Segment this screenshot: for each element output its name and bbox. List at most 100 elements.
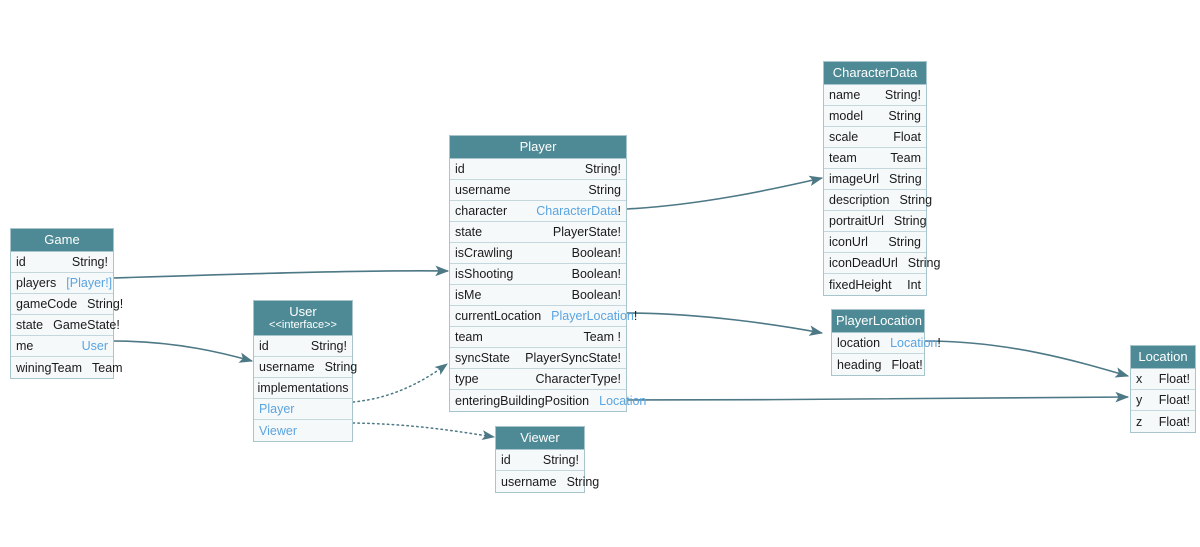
field-player-enteringbuildingposition[interactable]: enteringBuildingPosition Location bbox=[450, 390, 646, 411]
edge-playerlocation-location-to-location bbox=[924, 340, 1130, 378]
field-type[interactable]: [Player!] bbox=[66, 276, 113, 290]
field-game-id[interactable]: id String! bbox=[11, 252, 113, 273]
field-type[interactable]: Location! bbox=[890, 336, 941, 350]
field-player-character[interactable]: character CharacterData! bbox=[450, 201, 626, 222]
entity-user[interactable]: User <<interface>> id String! username S… bbox=[253, 300, 357, 442]
field-location-x[interactable]: x Float! bbox=[1131, 369, 1195, 390]
field-game-me[interactable]: me User bbox=[11, 336, 113, 357]
field-name: currentLocation bbox=[455, 309, 542, 323]
field-name: enteringBuildingPosition bbox=[455, 393, 590, 408]
edge-user-player-to-player bbox=[352, 363, 448, 403]
field-characterdata-description[interactable]: description String bbox=[824, 190, 932, 211]
field-name: username bbox=[455, 183, 511, 197]
field-player-id[interactable]: id String! bbox=[450, 159, 626, 180]
entity-characterdata[interactable]: CharacterData name String! model String … bbox=[823, 61, 940, 296]
field-viewer-username[interactable]: username String bbox=[496, 471, 599, 492]
field-characterdata-imageurl[interactable]: imageUrl String bbox=[824, 169, 926, 190]
field-name: isShooting bbox=[455, 267, 514, 281]
field-type: String! bbox=[584, 162, 621, 176]
edge-game-me-to-user bbox=[112, 340, 254, 363]
field-location-z[interactable]: z Float! bbox=[1131, 411, 1195, 432]
field-characterdata-team[interactable]: team Team bbox=[824, 148, 926, 169]
entity-player[interactable]: Player id String! username String charac… bbox=[449, 135, 646, 412]
field-viewer-id[interactable]: id String! bbox=[496, 450, 584, 471]
field-name: team bbox=[455, 330, 483, 344]
field-type: Float! bbox=[891, 357, 923, 372]
field-name: syncState bbox=[455, 351, 510, 365]
field-name: username bbox=[501, 474, 557, 489]
field-type: String! bbox=[542, 453, 579, 467]
field-name: team bbox=[829, 151, 857, 165]
entity-location[interactable]: Location x Float! y Float! z Float! bbox=[1130, 345, 1196, 433]
field-type: PlayerState! bbox=[552, 225, 621, 239]
entity-characterdata-title: CharacterData bbox=[824, 62, 926, 85]
field-game-players[interactable]: players [Player!] bbox=[11, 273, 113, 294]
field-name: x bbox=[1136, 372, 1143, 386]
field-name: winingTeam bbox=[16, 360, 83, 375]
field-type: String bbox=[566, 474, 600, 489]
field-name: state bbox=[455, 225, 483, 239]
entity-game[interactable]: Game id String! players [Player!] gameCo… bbox=[10, 228, 123, 379]
entity-location-title: Location bbox=[1131, 346, 1195, 369]
field-characterdata-portraiturl[interactable]: portraitUrl String bbox=[824, 211, 927, 232]
field-type: String bbox=[888, 109, 921, 123]
field-name: y bbox=[1136, 393, 1143, 407]
field-player-iscrawling[interactable]: isCrawling Boolean! bbox=[450, 243, 626, 264]
field-type: Boolean! bbox=[571, 267, 621, 281]
field-playerlocation-heading[interactable]: heading Float! bbox=[832, 354, 924, 375]
field-player-syncstate[interactable]: syncState PlayerSyncState! bbox=[450, 348, 626, 369]
field-name: id bbox=[455, 162, 465, 176]
edge-player-enteringbuildingposition-to-location bbox=[626, 391, 1130, 403]
field-type-link[interactable]: PlayerLocation bbox=[551, 309, 634, 323]
field-characterdata-iconurl[interactable]: iconUrl String bbox=[824, 232, 926, 253]
field-name: state bbox=[16, 318, 44, 332]
field-type: String! bbox=[884, 88, 921, 102]
field-player-currentlocation[interactable]: currentLocation PlayerLocation! bbox=[450, 306, 637, 327]
user-implementation-viewer[interactable]: Viewer bbox=[254, 420, 352, 441]
field-type: String! bbox=[71, 255, 108, 269]
field-name: character bbox=[455, 204, 508, 218]
field-player-state[interactable]: state PlayerState! bbox=[450, 222, 626, 243]
field-type-link[interactable]: Location bbox=[890, 336, 938, 350]
field-type: String bbox=[588, 183, 621, 197]
field-characterdata-fixedheight[interactable]: fixedHeight Int bbox=[824, 274, 926, 295]
field-type: CharacterType! bbox=[535, 372, 621, 386]
field-type: Float! bbox=[1158, 414, 1190, 429]
field-characterdata-model[interactable]: model String bbox=[824, 106, 926, 127]
entity-playerlocation[interactable]: PlayerLocation location Location! headin… bbox=[831, 309, 941, 376]
field-player-username[interactable]: username String bbox=[450, 180, 626, 201]
field-player-isme[interactable]: isMe Boolean! bbox=[450, 285, 626, 306]
entity-viewer[interactable]: Viewer id String! username String bbox=[495, 426, 599, 493]
field-type: GameState! bbox=[53, 318, 120, 332]
edge-game-players-to-player bbox=[112, 265, 450, 279]
field-type: String! bbox=[87, 297, 124, 311]
field-playerlocation-location[interactable]: location Location! bbox=[832, 333, 941, 354]
field-name: name bbox=[829, 88, 861, 102]
field-name: id bbox=[259, 339, 269, 353]
field-user-username[interactable]: username String bbox=[254, 357, 357, 378]
field-type[interactable]: CharacterData! bbox=[536, 204, 621, 218]
field-type: String bbox=[889, 172, 922, 186]
field-characterdata-name[interactable]: name String! bbox=[824, 85, 926, 106]
field-type: Team ! bbox=[583, 330, 621, 344]
field-game-gamecode[interactable]: gameCode String! bbox=[11, 294, 123, 315]
field-name: heading bbox=[837, 357, 882, 372]
field-location-y[interactable]: y Float! bbox=[1131, 390, 1195, 411]
field-type-link[interactable]: CharacterData bbox=[536, 204, 618, 218]
field-player-team[interactable]: team Team ! bbox=[450, 327, 626, 348]
field-characterdata-icondeadurl[interactable]: iconDeadUrl String bbox=[824, 253, 940, 274]
field-type[interactable]: PlayerLocation! bbox=[551, 309, 637, 323]
field-game-state[interactable]: state GameState! bbox=[11, 315, 120, 336]
field-name: username bbox=[259, 360, 315, 374]
field-user-id[interactable]: id String! bbox=[254, 336, 352, 357]
field-name: portraitUrl bbox=[829, 214, 884, 228]
field-player-type[interactable]: type CharacterType! bbox=[450, 369, 626, 390]
field-characterdata-scale[interactable]: scale Float bbox=[824, 127, 926, 148]
field-type: Float! bbox=[1158, 393, 1190, 407]
field-player-isshooting[interactable]: isShooting Boolean! bbox=[450, 264, 626, 285]
field-type[interactable]: User bbox=[81, 339, 108, 353]
field-game-winingteam[interactable]: winingTeam Team bbox=[11, 357, 123, 378]
user-implementation-player[interactable]: Player bbox=[254, 399, 352, 420]
field-type[interactable]: Location bbox=[599, 393, 647, 408]
field-type: Int bbox=[907, 277, 921, 292]
